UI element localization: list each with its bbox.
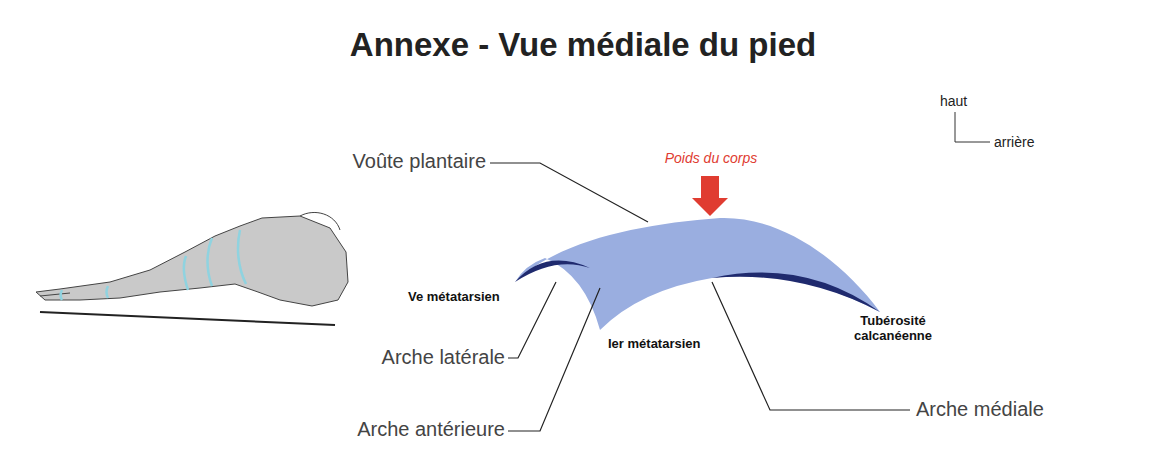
leader-line: [490, 163, 648, 222]
title: Annexe - Vue médiale du pied: [350, 26, 816, 64]
leader-line: [508, 288, 600, 431]
plantar-vault: [515, 218, 880, 330]
arch-label: Arche antérieure: [357, 418, 505, 441]
vault-edge: [712, 273, 880, 312]
bone-label: Ve métatarsien: [408, 290, 500, 305]
foot-skeleton: [36, 212, 348, 306]
axis-label: arrière: [994, 134, 1034, 150]
bone-label: Ier métatarsien: [608, 337, 701, 352]
vault-edge: [515, 261, 590, 282]
axis-label: haut: [940, 93, 967, 109]
force-label: Poids du corps: [665, 150, 758, 166]
ground-line: [40, 312, 335, 325]
part-label: Voûte plantaire: [353, 150, 486, 173]
leader-line: [712, 282, 910, 410]
joint-lines: [61, 230, 247, 300]
bone-label: Tubérosité calcanéenne: [838, 314, 948, 344]
arch-label: Arche latérale: [382, 346, 505, 369]
weight-arrow: [692, 176, 728, 216]
leader-line: [508, 282, 556, 358]
arch-label: Arche médiale: [916, 398, 1044, 421]
leader-lines: [490, 163, 910, 431]
axis-indicator: [955, 112, 990, 142]
